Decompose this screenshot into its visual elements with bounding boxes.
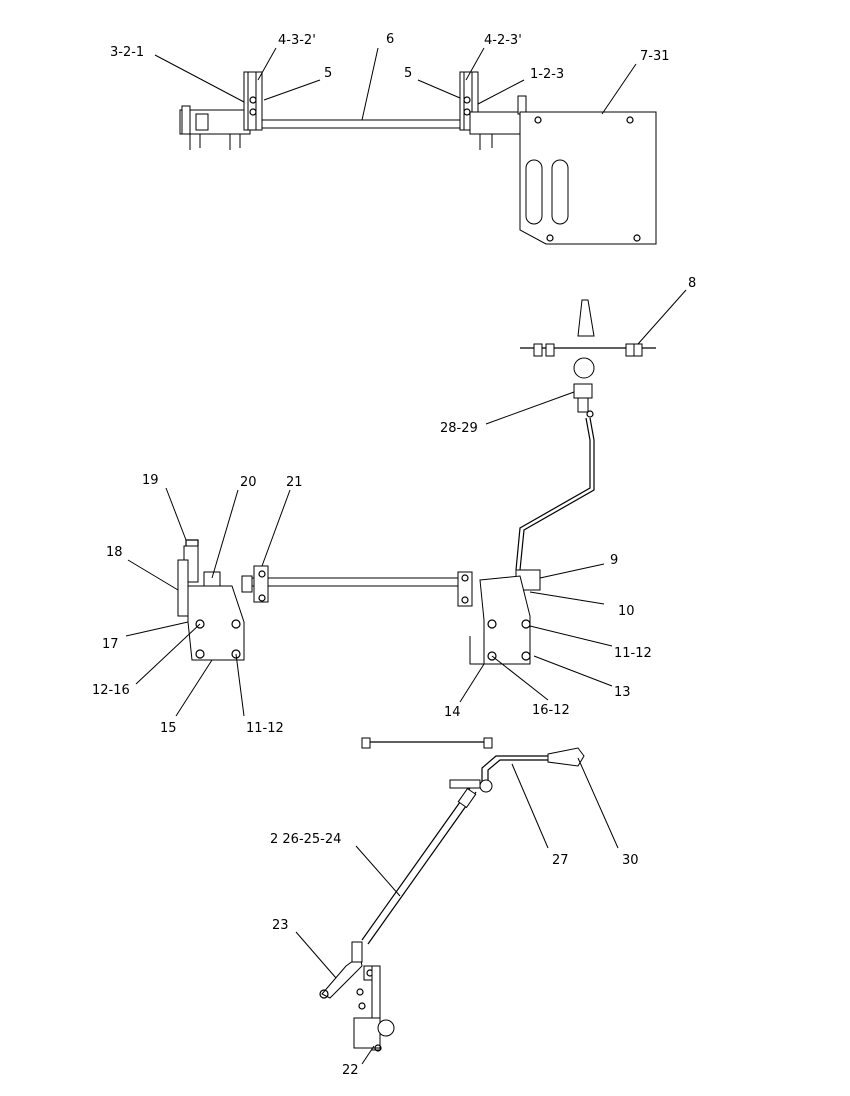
- ball-knob: [573, 357, 595, 379]
- cylinder-18: [177, 559, 189, 617]
- callout-4-3-2: 4-3-2': [278, 33, 316, 48]
- callout-7-31: 7-31: [640, 49, 670, 64]
- right-mount-plate: [479, 575, 531, 665]
- callout-23: 23: [272, 918, 289, 933]
- callout-16-12: 16-12: [532, 703, 570, 718]
- callout-21: 21: [286, 475, 303, 490]
- top-assembly: [179, 71, 657, 245]
- callout-22: 22: [342, 1063, 359, 1078]
- pedal-23: [321, 955, 363, 999]
- bottom-assembly: [319, 737, 585, 1052]
- callout-1-2-3: 1-2-3: [530, 67, 564, 82]
- callout-11-12-right: 11-12: [614, 646, 652, 661]
- callout-10: 10: [618, 604, 635, 619]
- grip-30: [547, 747, 585, 767]
- lever-27: [487, 759, 550, 782]
- top-left-bracket: [179, 109, 251, 135]
- callout-27: 27: [552, 853, 569, 868]
- callout-5-right: 5: [404, 66, 412, 81]
- callout-labels: 3-2-1 4-3-2' 6 4-2-3' 7-31 5 5 1-2-3 8 2…: [92, 32, 696, 1078]
- callout-2-26-25-24: 2 26-25-24: [270, 832, 341, 847]
- callout-13: 13: [614, 685, 631, 700]
- callout-30: 30: [622, 853, 639, 868]
- cable-28-29: [519, 417, 595, 571]
- callout-9: 9: [610, 553, 618, 568]
- callout-11-12-left: 11-12: [246, 721, 284, 736]
- callout-12-16: 12-16: [92, 683, 130, 698]
- callout-3-2-1: 3-2-1: [110, 45, 144, 60]
- middle-assembly: [177, 299, 656, 665]
- rod-26-25-24: [367, 791, 477, 945]
- callout-15: 15: [160, 721, 177, 736]
- callout-14: 14: [444, 705, 461, 720]
- top-left-upright: [243, 71, 263, 131]
- callout-4-2-3: 4-2-3': [484, 33, 522, 48]
- callout-20: 20: [240, 475, 257, 490]
- callout-17: 17: [102, 637, 119, 652]
- callout-19: 19: [142, 473, 159, 488]
- callout-18: 18: [106, 545, 123, 560]
- callout-5-left: 5: [324, 66, 332, 81]
- callout-28-29: 28-29: [440, 421, 478, 436]
- cone-knob: [577, 299, 595, 337]
- callout-8: 8: [688, 276, 696, 291]
- middle-shaft: [249, 577, 471, 587]
- callout-leaders: [125, 47, 687, 1065]
- top-shaft: [249, 119, 471, 129]
- callout-6: 6: [386, 32, 394, 47]
